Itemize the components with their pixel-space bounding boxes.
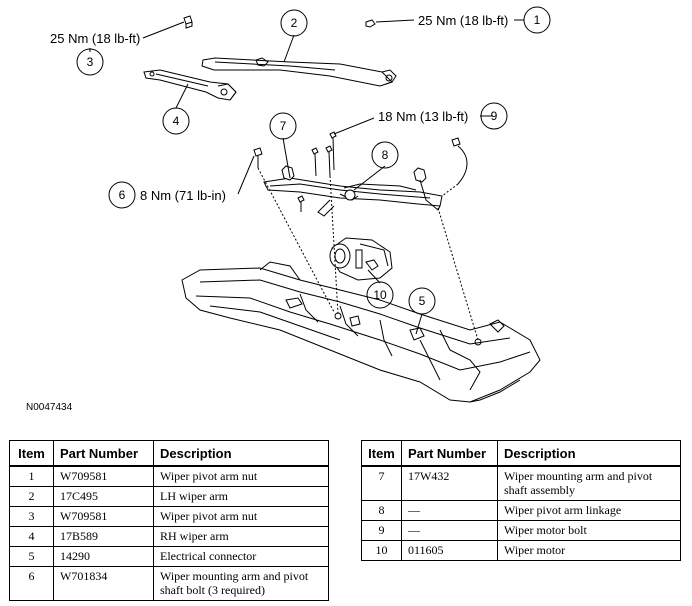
cell-description: Wiper motor bolt: [497, 520, 681, 541]
cell-part-number: —: [401, 500, 498, 521]
table-row: 7 17W432 Wiper mounting arm and pivot sh…: [361, 465, 681, 501]
table-row: 5 14290 Electrical connector: [9, 546, 329, 567]
table-row: 9 — Wiper motor bolt: [361, 520, 681, 541]
cell-description: Wiper pivot arm linkage: [497, 500, 681, 521]
wiper-mounting-bolts: [253, 131, 468, 212]
torque-spec-item-9: 18 Nm (13 lb-ft): [378, 109, 468, 124]
table-row: 3 W709581 Wiper pivot arm nut: [9, 506, 329, 527]
cell-item: 9: [361, 520, 402, 541]
cell-description: Wiper mounting arm and pivot shaft assem…: [497, 465, 681, 501]
header-item: Item: [9, 440, 54, 467]
cell-item: 4: [9, 526, 54, 547]
cell-part-number: 17B589: [53, 526, 154, 547]
cell-item: 5: [9, 546, 54, 567]
parts-table-left: Item Part Number Description 1 W709581 W…: [9, 440, 329, 601]
cell-item: 6: [9, 566, 54, 601]
cell-item: 2: [9, 486, 54, 507]
cell-item: 10: [361, 540, 402, 561]
parts-table-right: Item Part Number Description 7 17W432 Wi…: [361, 440, 681, 561]
rh-wiper-arm: [143, 69, 237, 101]
table-row: 6 W701834 Wiper mounting arm and pivot s…: [9, 566, 329, 601]
cell-part-number: W701834: [53, 566, 154, 601]
table-row: 8 — Wiper pivot arm linkage: [361, 500, 681, 521]
wiper-pivot-arm-linkage: [343, 183, 417, 201]
header-description: Description: [497, 440, 681, 467]
lh-wiper-arm: [201, 57, 397, 87]
table-row: 10 011605 Wiper motor: [361, 540, 681, 561]
callout-number-4: 4: [173, 114, 180, 128]
callout-number-8: 8: [382, 148, 389, 162]
header-part-number: Part Number: [401, 440, 498, 467]
callout-number-10: 10: [373, 288, 387, 302]
cowl-panel: [181, 261, 541, 403]
cell-part-number: W709581: [53, 465, 154, 487]
wiper-motor: [329, 237, 393, 281]
cell-description: RH wiper arm: [153, 526, 329, 547]
exploded-view-diagram: 1 2 3 4 5 6 7 8 9 10 25 Nm (18 lb-ft) 25…: [50, 6, 551, 403]
cell-item: 1: [9, 465, 54, 487]
callout-circles: [76, 6, 551, 315]
figure-id: N0047434: [26, 402, 73, 413]
wiper-pivot-arm-nut-right: [365, 19, 376, 28]
torque-spec-item-3: 25 Nm (18 lb-ft): [50, 31, 140, 46]
cell-item: 7: [361, 465, 402, 501]
callout-number-7: 7: [280, 119, 287, 133]
callout-number-9: 9: [491, 109, 498, 123]
cell-description: Electrical connector: [153, 546, 329, 567]
callout-number-5: 5: [419, 294, 426, 308]
torque-spec-item-1: 25 Nm (18 lb-ft): [418, 13, 508, 28]
callout-number-6: 6: [119, 188, 126, 202]
cell-part-number: 14290: [53, 546, 154, 567]
callout-number-2: 2: [291, 16, 298, 30]
alignment-lines: [257, 167, 479, 341]
cell-item: 8: [361, 500, 402, 521]
header-description: Description: [153, 440, 329, 467]
cell-description: Wiper motor: [497, 540, 681, 561]
table-row: 4 17B589 RH wiper arm: [9, 526, 329, 547]
wiper-pivot-arm-nut-left: [183, 15, 193, 29]
table-row: 2 17C495 LH wiper arm: [9, 486, 329, 507]
cell-part-number: W709581: [53, 506, 154, 527]
cell-item: 3: [9, 506, 54, 527]
cell-description: LH wiper arm: [153, 486, 329, 507]
cell-description: Wiper pivot arm nut: [153, 465, 329, 487]
leader-lines: [89, 19, 524, 335]
torque-spec-item-6: 8 Nm (71 lb-in): [140, 188, 226, 203]
cell-part-number: 17C495: [53, 486, 154, 507]
header-part-number: Part Number: [53, 440, 154, 467]
header-item: Item: [361, 440, 402, 467]
callout-number-1: 1: [534, 13, 541, 27]
cell-part-number: 011605: [401, 540, 498, 561]
callout-number-3: 3: [87, 55, 94, 69]
cell-description: Wiper mounting arm and pivot shaft bolt …: [153, 566, 329, 601]
table-row: 1 W709581 Wiper pivot arm nut: [9, 465, 329, 487]
cell-part-number: —: [401, 520, 498, 541]
cell-description: Wiper pivot arm nut: [153, 506, 329, 527]
cell-part-number: 17W432: [401, 465, 498, 501]
